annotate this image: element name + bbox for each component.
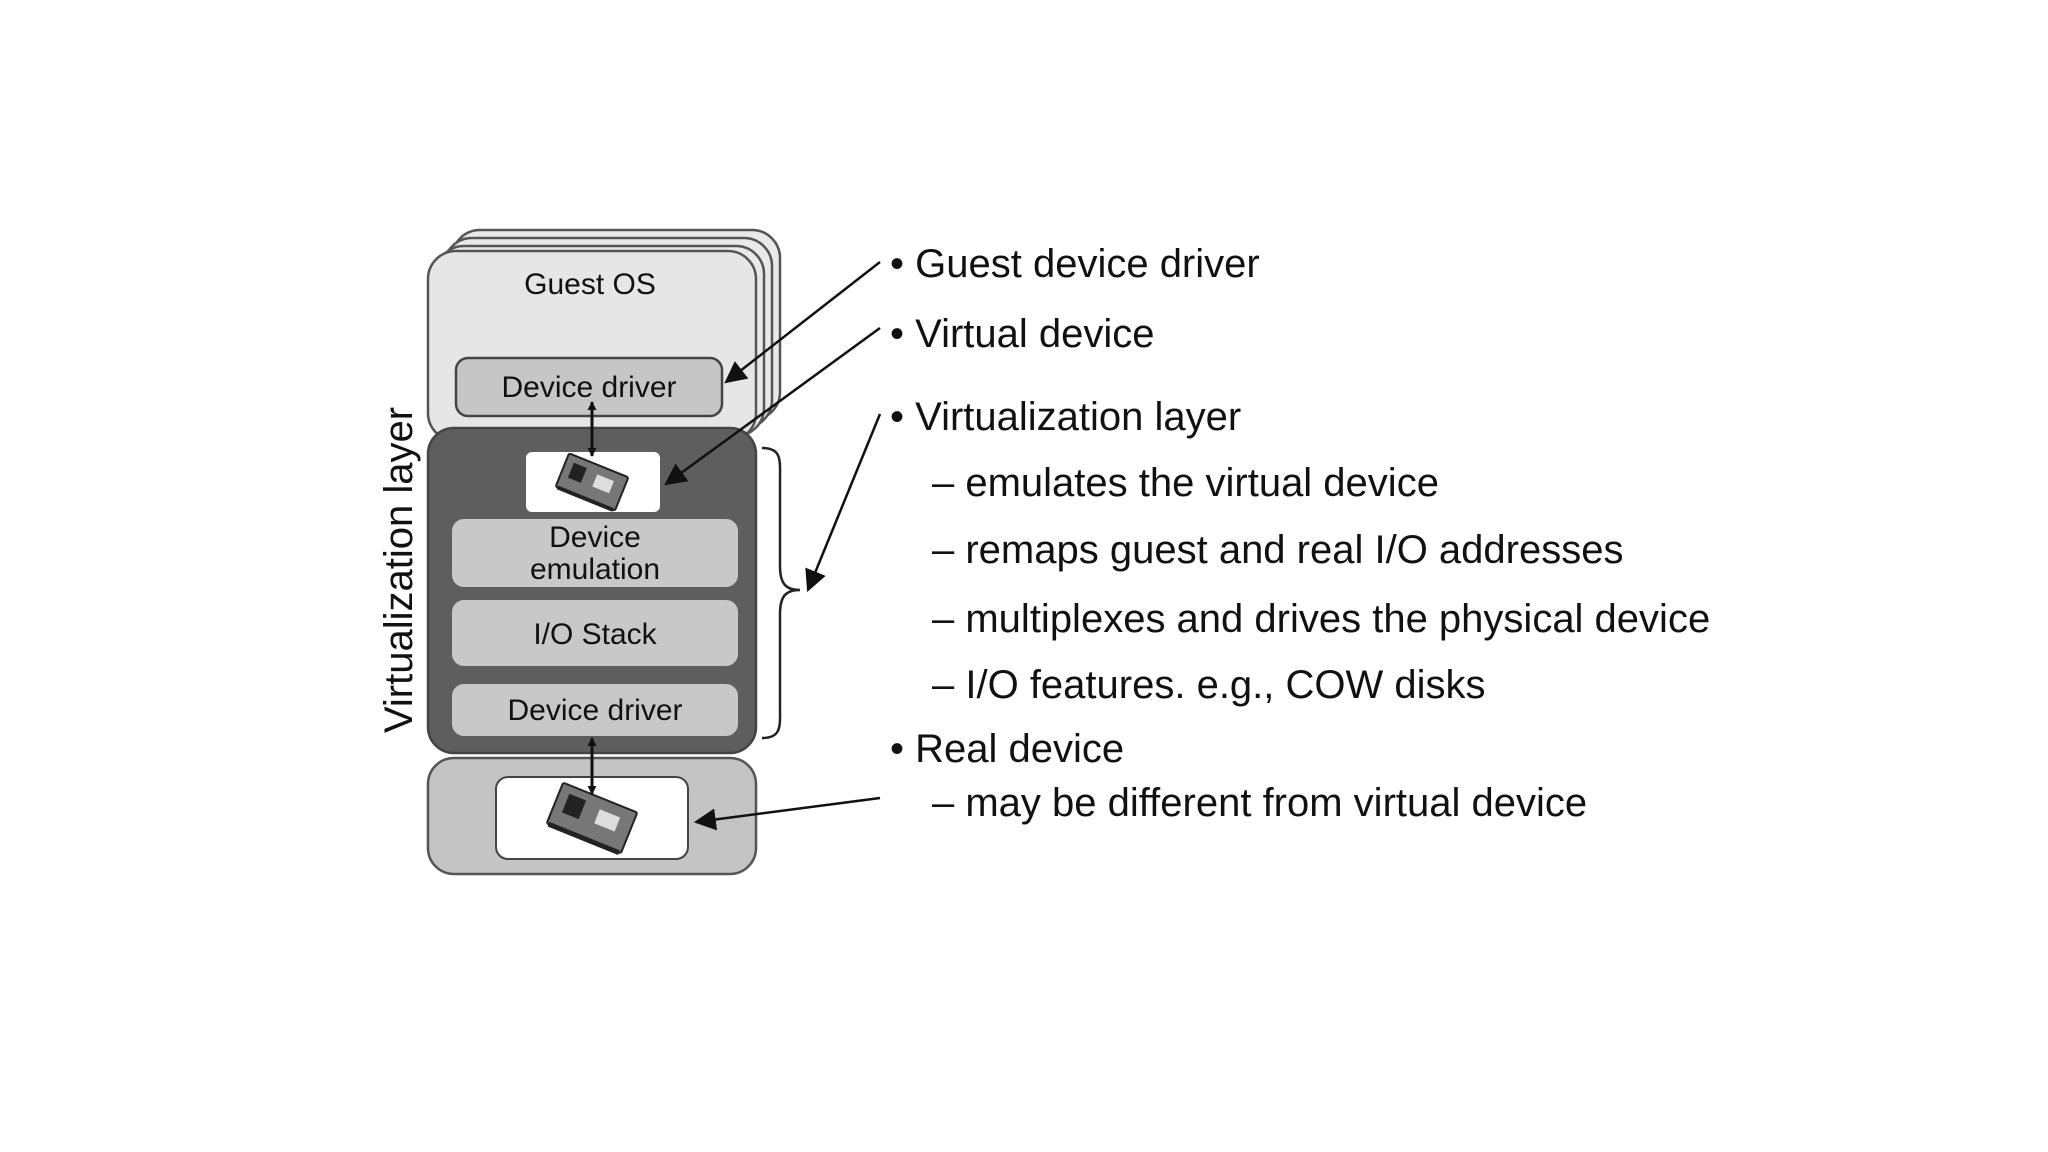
host-device-driver-box (452, 684, 738, 736)
device-emulation-label-line2: emulation (530, 553, 660, 586)
bullet-virtualization-layer: • Virtualization layer (890, 395, 1241, 439)
arrow-icon (805, 413, 882, 593)
card-icon (555, 452, 629, 512)
guest-os-label: Guest OS (524, 268, 656, 301)
arrow-icon (693, 796, 881, 831)
card-icon (546, 782, 638, 855)
bullet-list: • Guest device driver • Virtual device •… (890, 242, 1710, 825)
guest-os-stack: Guest OS Device driver (426, 228, 782, 443)
device-emulation-label-line1: Device (549, 521, 641, 554)
io-stack-label: I/O Stack (533, 618, 657, 651)
sub-bullet-emulates: – emulates the virtual device (932, 461, 1439, 505)
sub-bullet-multiplexes: – multiplexes and drives the physical de… (932, 597, 1710, 641)
host-device-driver-label: Device driver (507, 694, 682, 727)
arrow-icon (664, 326, 881, 486)
guest-device-driver-label: Device driver (501, 371, 676, 404)
sub-bullet-io-features: – I/O features. e.g., COW disks (932, 663, 1486, 707)
real-device-panel (426, 756, 758, 876)
virtualization-layer-side-label: Virtualization layer (377, 407, 421, 733)
bullet-virtual-device: • Virtual device (890, 312, 1155, 356)
bullet-real-device: • Real device (890, 727, 1124, 771)
bullet-guest-device-driver: • Guest device driver (890, 242, 1260, 286)
sub-bullet-may-be-different: – may be different from virtual device (932, 781, 1587, 825)
sub-bullet-remaps: – remaps guest and real I/O addresses (932, 528, 1623, 572)
arrow-icon (724, 261, 881, 384)
virtualization-layer: Device emulation I/O Stack Device driver (426, 426, 758, 755)
device-emulation-box (452, 519, 738, 587)
io-stack-box (452, 600, 738, 666)
brace-icon (761, 446, 801, 740)
